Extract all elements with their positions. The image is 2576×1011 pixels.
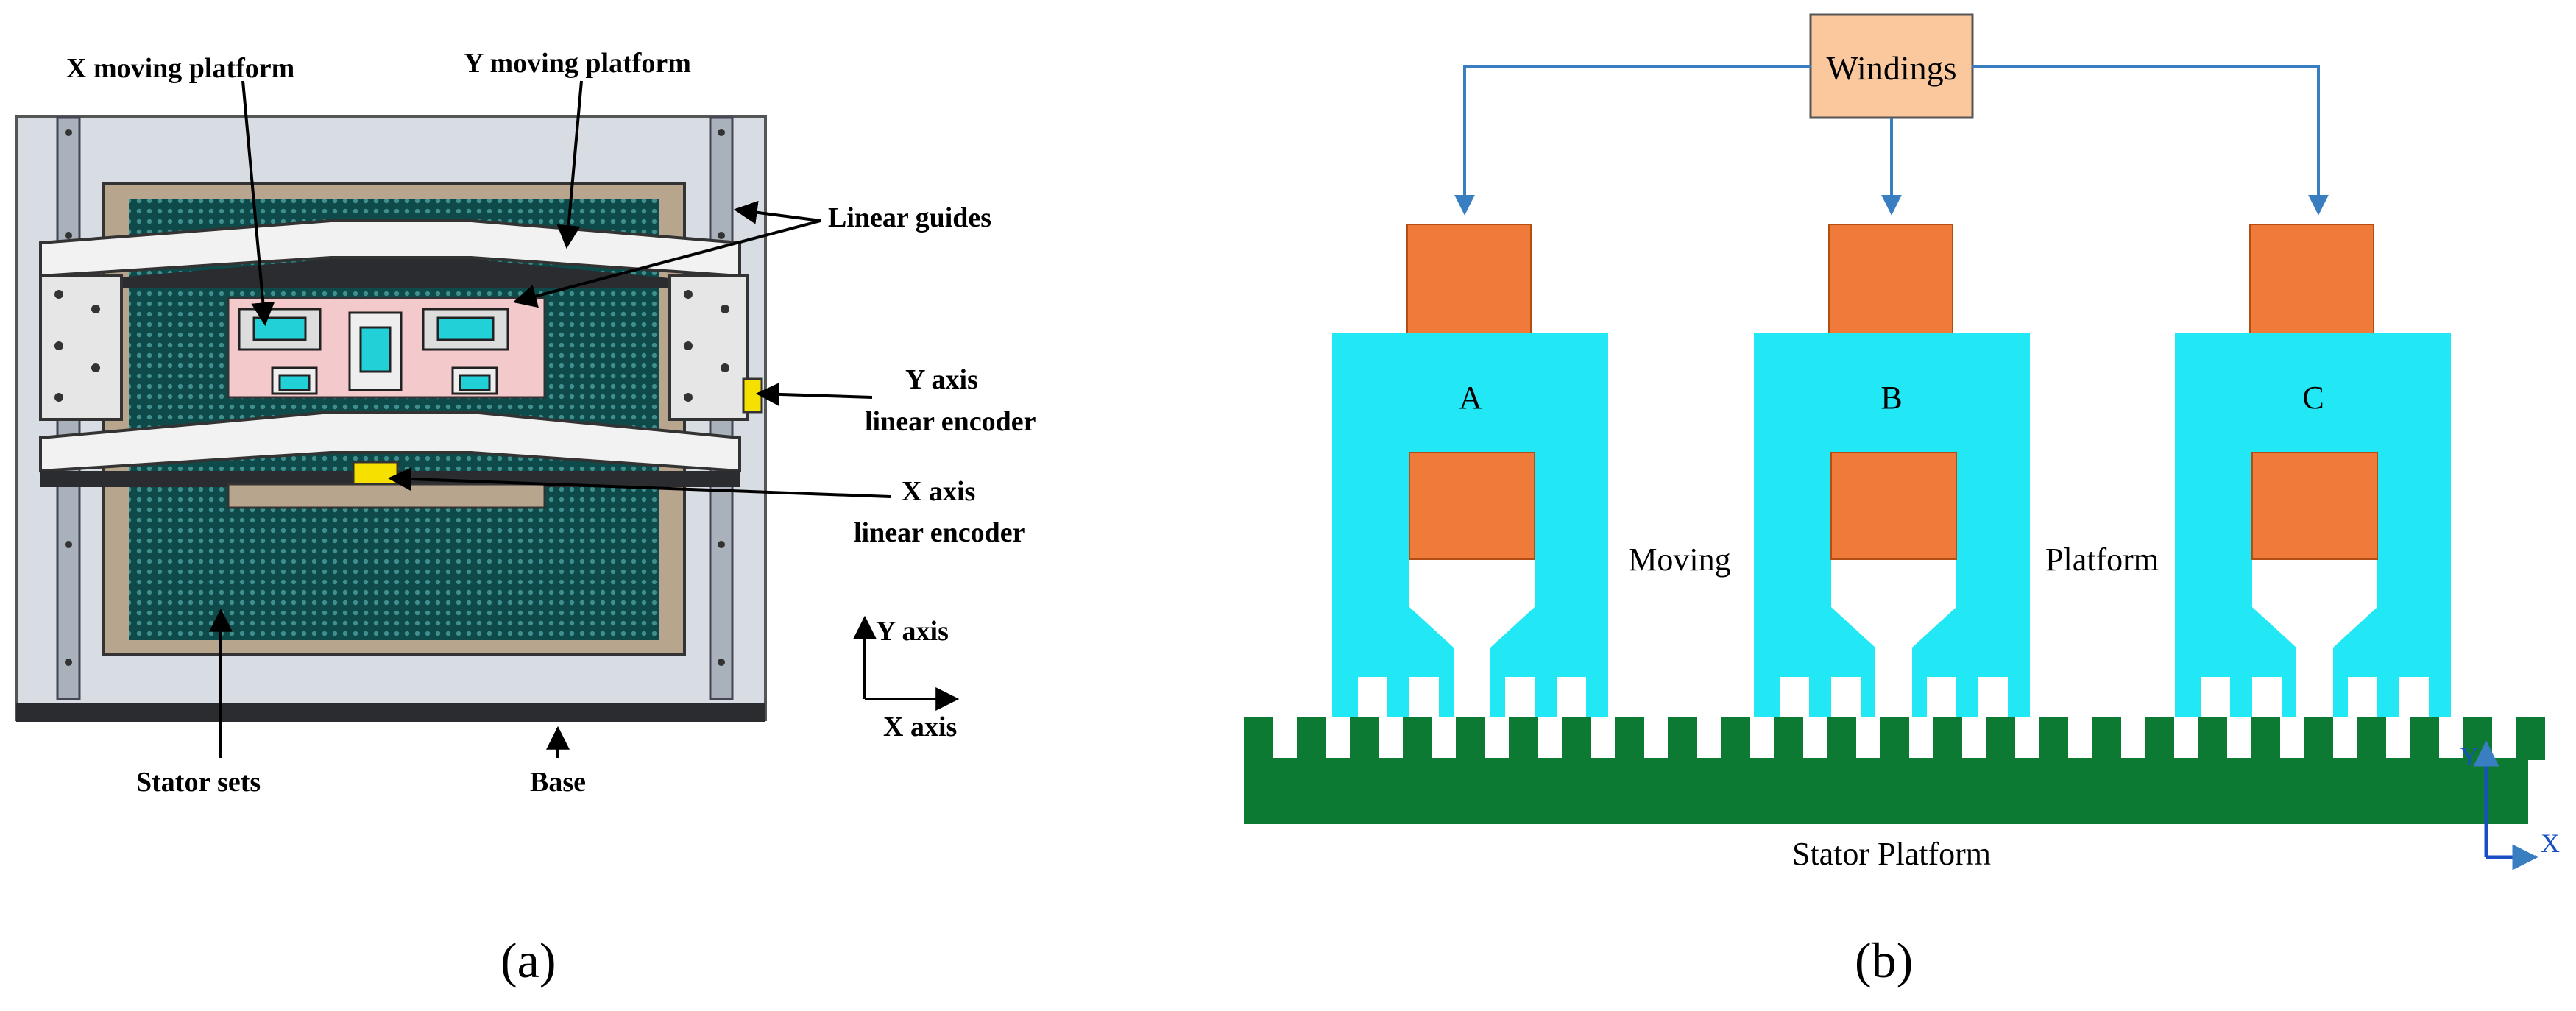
windings-label: Windings: [1826, 49, 1956, 87]
stator-platform: [1244, 717, 2545, 824]
stator-tooth: [2357, 717, 2386, 760]
label-y-axis: Y axis: [876, 616, 949, 647]
phase-label-c: C: [2302, 380, 2324, 416]
winding-connectors: [1454, 65, 2329, 216]
stator-tooth: [1721, 717, 1750, 760]
base-bottom-edge: [16, 703, 765, 722]
phase-label-a: A: [1459, 380, 1482, 416]
label-x-axis-encoder-1: X axis: [902, 476, 975, 507]
stator-tooth: [1244, 717, 1273, 760]
stator-tooth: [1880, 717, 1909, 760]
y-axis-encoder-part: [742, 377, 763, 414]
stator-tooth: [2304, 717, 2333, 760]
panel-a-drawing: [15, 115, 767, 722]
phase-label-b: B: [1880, 380, 1902, 416]
stator-tooth: [1986, 717, 2015, 760]
label-y-axis-encoder-2: linear encoder: [865, 406, 1036, 437]
stator-tooth: [2410, 717, 2439, 760]
label-linear-guides: Linear guides: [828, 202, 991, 233]
stator-tooth: [1668, 717, 1697, 760]
xy-axis-indicator: [2473, 740, 2538, 870]
windings-box: [1809, 13, 1974, 119]
axis-x-label: X: [2541, 829, 2560, 858]
x-encoder-carriage: [227, 483, 546, 509]
label-stator-sets: Stator sets: [136, 767, 261, 798]
panel-a-leaders: [209, 80, 960, 758]
moving-label: Moving: [1628, 542, 1730, 578]
left-end-block: [39, 274, 123, 421]
stator-tooth: [1774, 717, 1803, 760]
label-x-moving-platform: X moving platform: [66, 53, 294, 84]
stator-tooth: [1403, 717, 1432, 760]
platform-label: Platform: [2045, 542, 2159, 578]
stator-tooth: [2198, 717, 2227, 760]
stator-tooth: [2145, 717, 2174, 760]
stator-tooth: [1933, 717, 1962, 760]
stator-platform-label: Stator Platform: [1792, 836, 1991, 872]
label-y-moving-platform: Y moving platform: [464, 48, 691, 79]
x-axis-encoder-part: [352, 461, 399, 486]
stator-tooth: [2516, 717, 2545, 760]
block-bolts: [54, 290, 729, 402]
label-y-axis-encoder-1: Y axis: [905, 364, 978, 395]
stator-tooth: [2092, 717, 2121, 760]
axis-y-label: Y: [2460, 742, 2479, 771]
phase-b-core: [1754, 224, 2030, 717]
stator-tooth: [1827, 717, 1856, 760]
stator-tooth: [2251, 717, 2280, 760]
stator-tooth: [1350, 717, 1379, 760]
caption-a: (a): [500, 932, 556, 988]
phase-a-core: [1332, 224, 1608, 717]
stator-tooth: [1562, 717, 1591, 760]
label-x-axis-encoder-2: linear encoder: [854, 517, 1025, 548]
stator-tooth: [1456, 717, 1485, 760]
caption-b: (b): [1855, 932, 1913, 988]
y-platform-top-shadow: [110, 259, 670, 288]
right-end-block: [668, 274, 749, 421]
label-x-axis: X axis: [883, 712, 957, 742]
phase-c-core: [2175, 224, 2451, 717]
stator-tooth: [1509, 717, 1538, 760]
label-base: Base: [530, 767, 586, 798]
stator-tooth: [2039, 717, 2068, 760]
stator-teeth: [1244, 717, 2545, 760]
stator-tooth: [1297, 717, 1326, 760]
stator-tooth: [1615, 717, 1644, 760]
